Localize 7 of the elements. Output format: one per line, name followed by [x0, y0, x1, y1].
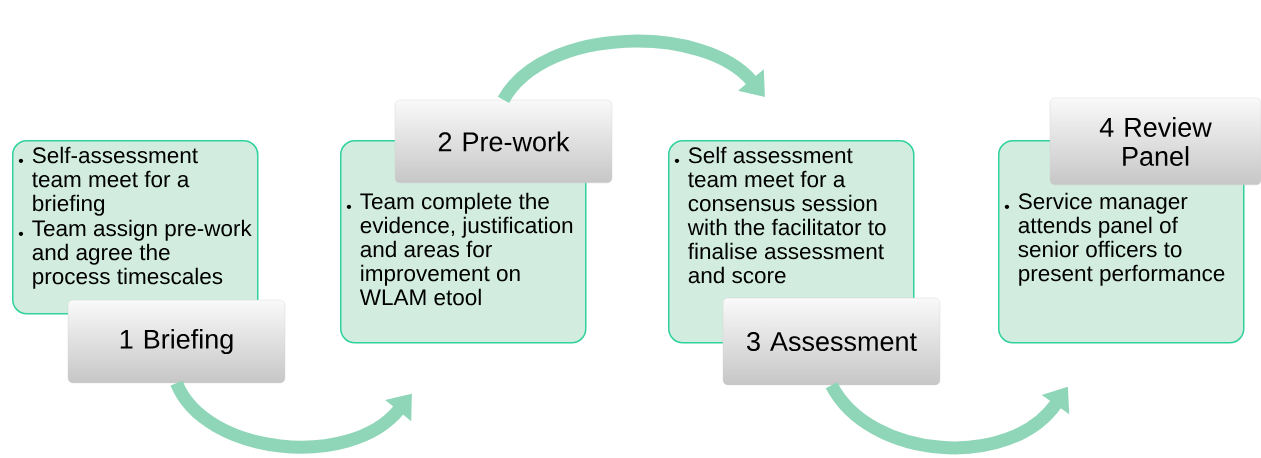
stage-title-box: 1 Briefing — [67, 299, 286, 384]
stage-title-box: 2 Pre-work — [394, 99, 613, 184]
curved-arrow — [170, 380, 412, 454]
curved-arrow — [498, 34, 765, 104]
stage-title-box: 4 Review Panel — [1049, 97, 1261, 186]
stage-title-box: 3 Assessment — [722, 297, 941, 386]
bullet-list-box: Self-assessment team meet for a briefing Team assign pre-work and agree the process timescales — [12, 140, 259, 315]
